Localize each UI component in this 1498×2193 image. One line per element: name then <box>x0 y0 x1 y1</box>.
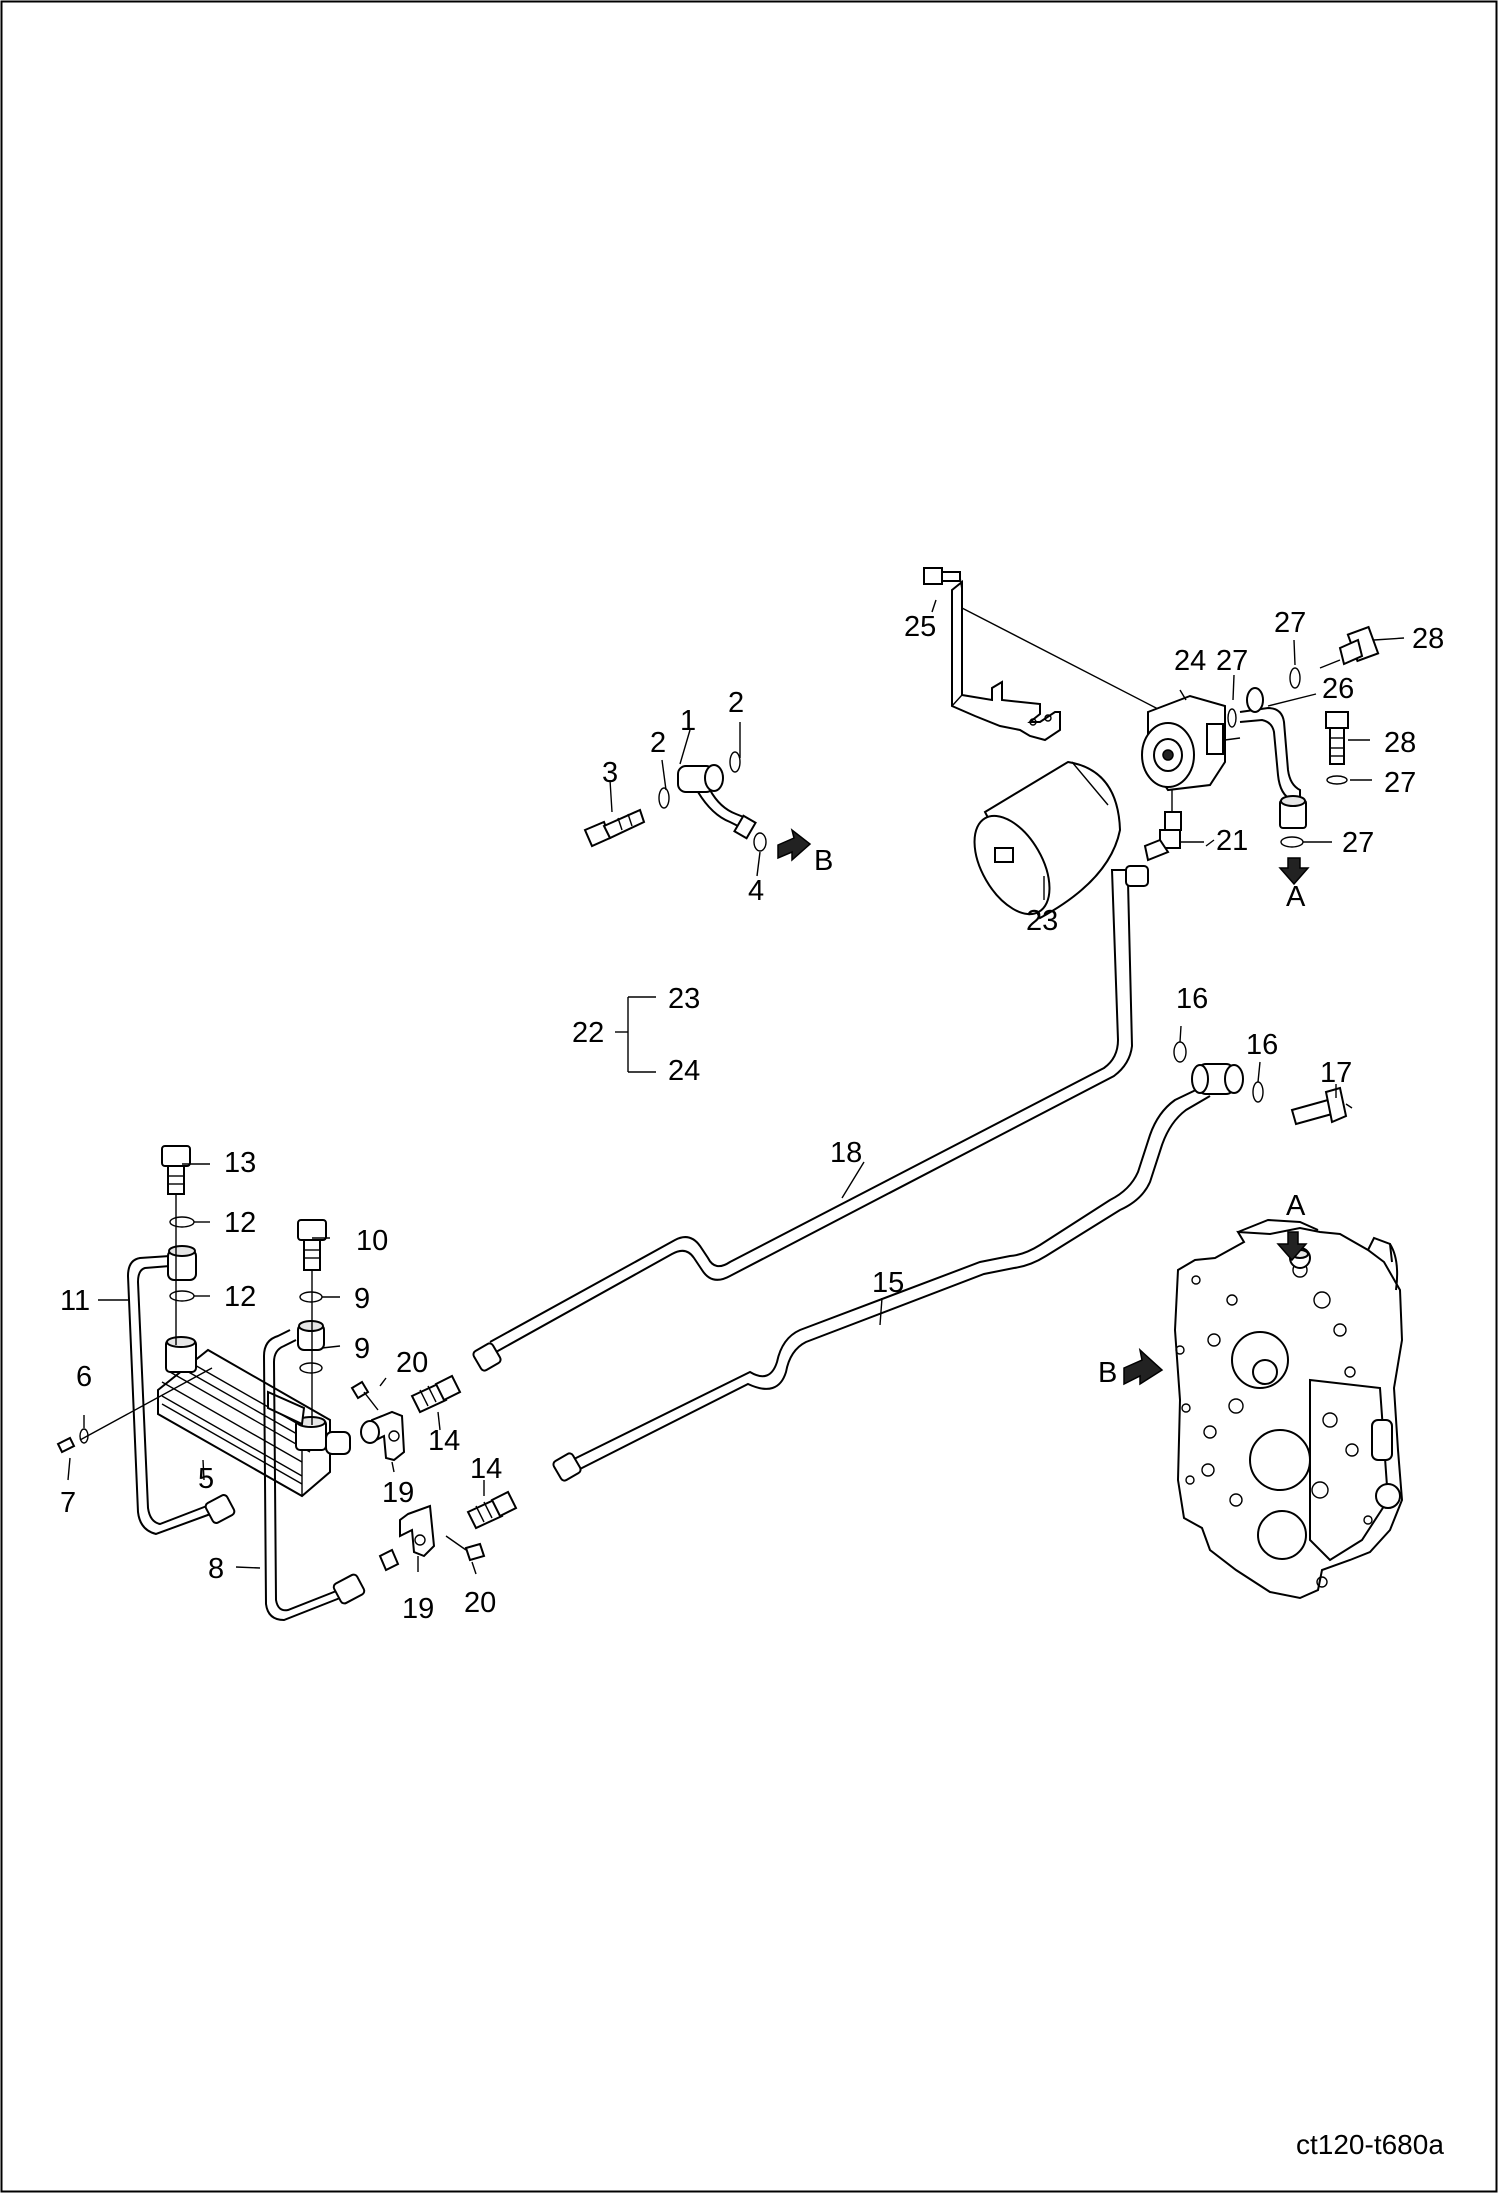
clamp-19b <box>378 1504 436 1572</box>
callout-27: 27 <box>1216 645 1248 677</box>
washer-12a <box>169 1216 195 1228</box>
banjo-bolt-3 <box>583 808 646 848</box>
callout-23: 23 <box>668 983 700 1015</box>
callout-20: 20 <box>396 1347 428 1379</box>
oil-filter <box>973 760 1122 920</box>
callout-22: 22 <box>572 1017 604 1049</box>
banjo-fitting-8 <box>297 1320 325 1351</box>
washer-27c <box>1326 775 1348 785</box>
bracket-bolt <box>923 567 963 591</box>
callout-labels: 1 2 2 3 4 5 6 7 8 9 9 10 11 12 12 13 14 … <box>60 607 1444 1625</box>
callout-24: 24 <box>668 1055 700 1087</box>
mounting-bracket <box>951 579 1161 742</box>
callout-17: 17 <box>1320 1057 1352 1089</box>
callout-12: 12 <box>224 1207 256 1239</box>
view-b-arrow-housing <box>1123 1347 1164 1386</box>
view-marker-labels: B A A B <box>814 845 1306 1389</box>
connector-14b <box>466 1490 518 1530</box>
banjo-bolt-28b <box>1325 711 1349 765</box>
washer-27a <box>1227 708 1237 728</box>
callout-19: 19 <box>382 1477 414 1509</box>
callout-16: 16 <box>1176 983 1208 1015</box>
callout-7: 7 <box>60 1487 76 1519</box>
view-a-arrow-housing <box>1276 1231 1308 1262</box>
callout-1: 1 <box>680 705 696 737</box>
callout-10: 10 <box>356 1225 388 1257</box>
bolt-20a <box>350 1380 379 1411</box>
callout-6: 6 <box>76 1361 92 1393</box>
callout-27: 27 <box>1342 827 1374 859</box>
view-b-arrow-top <box>777 828 812 862</box>
washer-16b <box>1252 1081 1264 1103</box>
callout-9: 9 <box>354 1283 370 1315</box>
view-marker-b: B <box>814 845 833 877</box>
callout-12: 12 <box>224 1281 256 1313</box>
callout-19: 19 <box>402 1593 434 1625</box>
view-marker-a: A <box>1286 881 1306 913</box>
washer-9a <box>299 1291 323 1303</box>
leader-lines <box>67 599 1405 1575</box>
elbow-fitting <box>1143 790 1182 862</box>
callout-27: 27 <box>1274 607 1306 639</box>
callout-28: 28 <box>1384 727 1416 759</box>
tube-1 <box>677 764 757 840</box>
oil-cooler <box>79 1336 351 1498</box>
callout-5: 5 <box>198 1463 214 1495</box>
callout-16: 16 <box>1246 1029 1278 1061</box>
callout-21: 21 <box>1216 825 1248 857</box>
callout-25: 25 <box>904 611 936 643</box>
banjo-bolt-13 <box>161 1145 191 1345</box>
callout-24: 24 <box>1174 645 1206 677</box>
drawing-code: ct120-t680a <box>1296 2129 1444 2160</box>
view-a-arrow-top <box>1278 857 1310 886</box>
callout-3: 3 <box>602 757 618 789</box>
callout-2: 2 <box>728 687 744 719</box>
washer-2b <box>729 751 741 773</box>
callout-14: 14 <box>428 1425 460 1457</box>
tube-8 <box>262 1329 366 1622</box>
kit-bracket-22 <box>615 996 656 1073</box>
washer-2a <box>658 787 670 809</box>
callout-20: 20 <box>464 1587 496 1619</box>
tube-26 <box>1239 687 1307 829</box>
tube-11 <box>126 1255 236 1536</box>
banjo-bolt-28a <box>1319 625 1380 669</box>
callout-15: 15 <box>872 1267 904 1299</box>
callout-28: 28 <box>1412 623 1444 655</box>
washer-27d <box>1280 836 1304 848</box>
filter-head <box>1141 694 1241 792</box>
view-marker-a: A <box>1286 1190 1306 1222</box>
banjo-bolt-17 <box>1290 1086 1353 1126</box>
banjo-fitting-11 <box>167 1245 197 1281</box>
callout-27: 27 <box>1384 767 1416 799</box>
callout-18: 18 <box>830 1137 862 1169</box>
connector-14a <box>410 1374 462 1414</box>
callout-26: 26 <box>1322 673 1354 705</box>
banjo-bolt-10 <box>297 1219 327 1425</box>
cap-screw-7 <box>56 1428 89 1454</box>
tube-18 <box>472 865 1149 1372</box>
callout-8: 8 <box>208 1553 224 1585</box>
banjo-fitting-16 <box>1191 1063 1244 1095</box>
callout-13: 13 <box>224 1147 256 1179</box>
view-marker-b: B <box>1098 1357 1117 1389</box>
washer-16a <box>1173 1041 1187 1063</box>
bolt-20b <box>445 1535 486 1562</box>
clamp-19a <box>360 1410 406 1462</box>
callout-23: 23 <box>1026 905 1058 937</box>
o-ring-4 <box>753 832 767 852</box>
transmission-housing <box>1173 1218 1404 1600</box>
callout-14: 14 <box>470 1453 502 1485</box>
callout-11: 11 <box>60 1285 90 1317</box>
callout-9: 9 <box>354 1333 370 1365</box>
washer-12b <box>169 1290 195 1302</box>
washer-27b <box>1289 667 1301 689</box>
callout-4: 4 <box>748 875 764 907</box>
tube-15 <box>552 1087 1211 1482</box>
washer-9b <box>299 1362 323 1374</box>
callout-2: 2 <box>650 727 666 759</box>
